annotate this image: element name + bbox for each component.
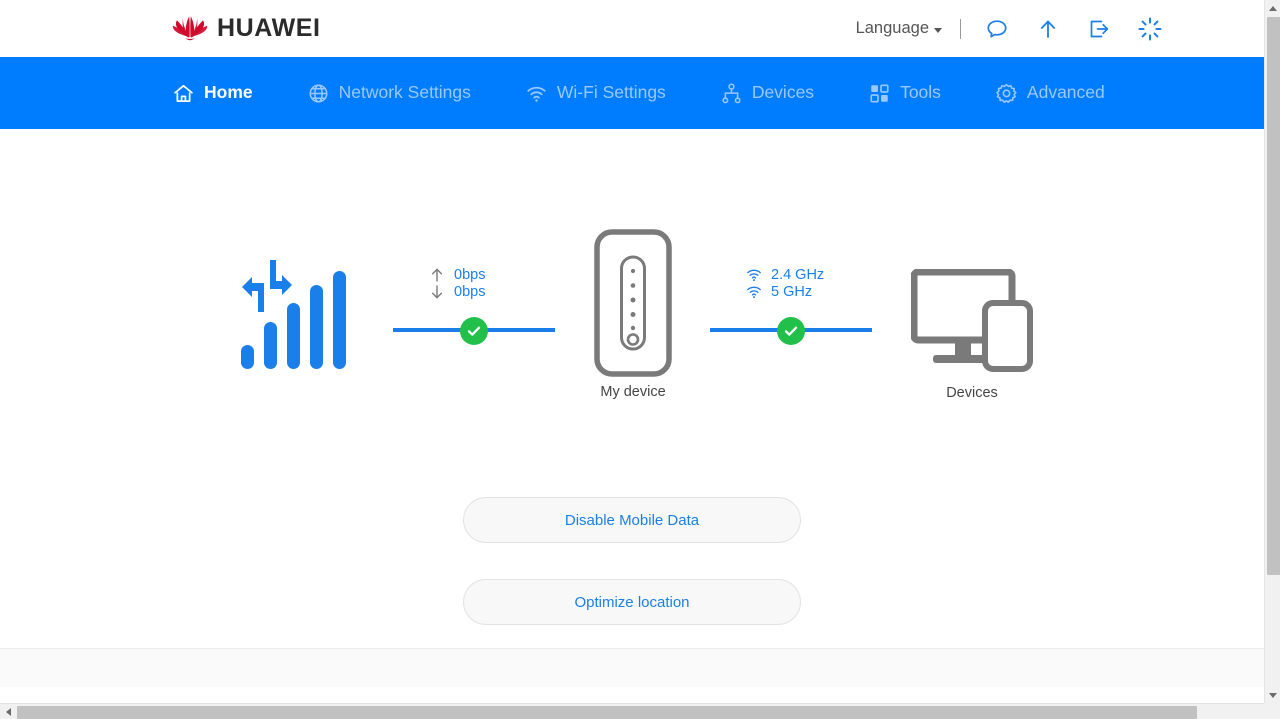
arrow-up-icon xyxy=(429,267,445,283)
router-device-icon xyxy=(580,229,686,377)
scrollbar-corner xyxy=(1264,703,1280,719)
loading-spinner-icon[interactable] xyxy=(1132,12,1168,46)
my-device-label: My device xyxy=(600,384,666,400)
nav-item-tools[interactable]: Tools xyxy=(868,57,941,129)
nav-label-home: Home xyxy=(204,82,253,103)
scroll-up-button[interactable] xyxy=(1265,0,1280,16)
brand-name: HUAWEI xyxy=(217,13,321,42)
brand-logo[interactable]: HUAWEI xyxy=(172,13,321,43)
arrow-down-icon xyxy=(429,284,445,300)
band-5-row: 5 GHz xyxy=(746,284,836,300)
home-content: 0bps 0bps xyxy=(0,129,1264,648)
nav-label-advanced: Advanced xyxy=(1026,82,1105,103)
network-topology-diagram: 0bps 0bps xyxy=(0,229,1264,409)
nav-item-wifi-settings[interactable]: Wi-Fi Settings xyxy=(525,57,666,129)
wan-link: 0bps 0bps xyxy=(393,259,555,369)
wifi-connection-line xyxy=(710,317,872,345)
horizontal-scrollbar[interactable] xyxy=(0,703,1280,719)
page-footer xyxy=(0,648,1264,687)
huawei-flower-logo-icon xyxy=(172,13,208,43)
wifi-icon xyxy=(525,82,548,105)
nav-label-network-settings: Network Settings xyxy=(338,82,471,103)
download-speed-value: 0bps xyxy=(454,283,486,300)
wifi-link: 2.4 GHz 5 GHz xyxy=(710,259,872,369)
vertical-scrollbar-thumb[interactable] xyxy=(1267,17,1280,575)
devices-label: Devices xyxy=(946,385,998,401)
upload-speed-value: 0bps xyxy=(454,266,486,283)
chevron-down-icon xyxy=(934,27,942,33)
wifi-icon xyxy=(746,284,762,300)
language-label: Language xyxy=(855,19,929,37)
upload-speed-row: 0bps xyxy=(429,267,519,283)
horizontal-scrollbar-thumb[interactable] xyxy=(17,706,1197,719)
language-selector[interactable]: Language xyxy=(856,19,942,38)
band-24-value: 2.4 GHz xyxy=(771,266,825,283)
wifi-band-stats: 2.4 GHz 5 GHz xyxy=(710,267,872,300)
nav-item-network-settings[interactable]: Network Settings xyxy=(307,57,471,129)
header-actions: Language xyxy=(856,0,1168,57)
devices-node[interactable]: Devices xyxy=(908,268,1036,401)
my-device-node[interactable]: My device xyxy=(580,229,686,400)
optimize-location-button[interactable]: Optimize location xyxy=(463,579,801,625)
wan-connection-line xyxy=(393,317,555,345)
upload-arrow-icon[interactable] xyxy=(1030,12,1066,46)
wan-speed-stats: 0bps 0bps xyxy=(393,267,555,300)
nav-item-devices[interactable]: Devices xyxy=(720,57,814,129)
globe-icon xyxy=(307,82,330,105)
nav-label-tools: Tools xyxy=(900,82,941,103)
scroll-down-button[interactable] xyxy=(1265,687,1280,703)
action-buttons: Disable Mobile Data Optimize location xyxy=(0,497,1264,625)
band-24-row: 2.4 GHz xyxy=(746,267,836,283)
main-navigation: Home Network Settings xyxy=(0,57,1264,129)
triangle-up-icon xyxy=(1269,5,1277,11)
chat-bubble-icon[interactable] xyxy=(979,12,1015,46)
site-header: HUAWEI Language xyxy=(0,0,1264,57)
vertical-scrollbar[interactable] xyxy=(1264,0,1280,703)
download-speed-row: 0bps xyxy=(429,284,519,300)
wifi-status-green-check-icon xyxy=(777,317,805,345)
disable-mobile-data-button[interactable]: Disable Mobile Data xyxy=(463,497,801,543)
home-icon xyxy=(172,82,195,105)
nav-label-wifi-settings: Wi-Fi Settings xyxy=(556,82,666,103)
triangle-down-icon xyxy=(1269,692,1277,698)
nav-label-devices: Devices xyxy=(751,82,815,103)
header-divider xyxy=(960,18,961,39)
nav-item-home[interactable]: Home xyxy=(172,57,253,129)
logout-icon[interactable] xyxy=(1081,12,1117,46)
page-viewport: HUAWEI Language xyxy=(0,0,1264,687)
monitor-and-phone-icon xyxy=(910,268,1033,377)
nav-item-advanced[interactable]: Advanced xyxy=(995,57,1105,129)
grid-squares-icon xyxy=(868,82,891,105)
wan-status-green-check-icon xyxy=(460,317,488,345)
devices-tree-icon xyxy=(720,82,743,105)
scroll-left-button[interactable] xyxy=(0,704,16,719)
cellular-signal-bars-icon xyxy=(238,257,360,372)
gear-icon xyxy=(995,82,1018,105)
band-5-value: 5 GHz xyxy=(771,283,813,300)
triangle-left-icon xyxy=(5,708,11,716)
wifi-icon xyxy=(746,267,762,283)
